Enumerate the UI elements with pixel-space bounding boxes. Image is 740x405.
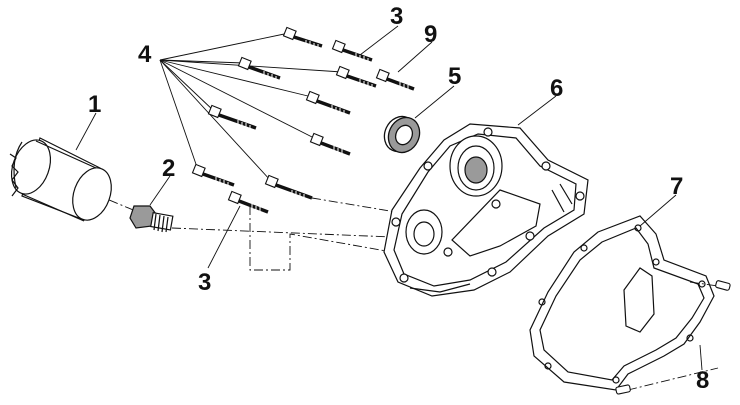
bolts bbox=[191, 26, 415, 214]
callout-4: 4 bbox=[138, 41, 152, 68]
callout-1: 1 bbox=[88, 91, 101, 118]
callout-leaders bbox=[75, 25, 703, 371]
callout-5: 5 bbox=[448, 63, 461, 90]
bolt-8 bbox=[309, 132, 351, 156]
callout-3-top: 3 bbox=[390, 3, 403, 30]
callout-4-leaders bbox=[159, 32, 343, 182]
threaded-fitting bbox=[129, 205, 174, 233]
bolt-4 bbox=[335, 65, 377, 89]
engine-cover bbox=[383, 123, 589, 297]
bolt-9 bbox=[191, 163, 235, 187]
dowel-pin-lower bbox=[615, 384, 631, 395]
dowel-pin-upper bbox=[715, 280, 731, 291]
callout-8: 8 bbox=[696, 367, 709, 394]
callout-7: 7 bbox=[670, 173, 683, 200]
callout-9: 9 bbox=[424, 21, 437, 48]
cover-gasket bbox=[529, 215, 715, 391]
bolt-1 bbox=[282, 26, 323, 49]
dowel-pins bbox=[615, 280, 731, 395]
bolt-11 bbox=[227, 190, 269, 214]
bolt-3 bbox=[237, 56, 281, 81]
callout-labels: 1 2 3 3 4 5 6 7 8 9 bbox=[88, 3, 709, 394]
oil-filter bbox=[9, 137, 112, 222]
oil-seal bbox=[383, 115, 421, 154]
bolt-7 bbox=[207, 104, 257, 130]
callout-3-bottom: 3 bbox=[198, 269, 211, 296]
bolt-5 bbox=[375, 68, 415, 91]
bolt-6 bbox=[305, 90, 351, 115]
bolt-2 bbox=[331, 39, 373, 63]
assembly-axis-lines bbox=[77, 186, 719, 391]
callout-2: 2 bbox=[162, 155, 175, 182]
bolt-10 bbox=[264, 174, 313, 200]
callout-6: 6 bbox=[550, 75, 563, 102]
